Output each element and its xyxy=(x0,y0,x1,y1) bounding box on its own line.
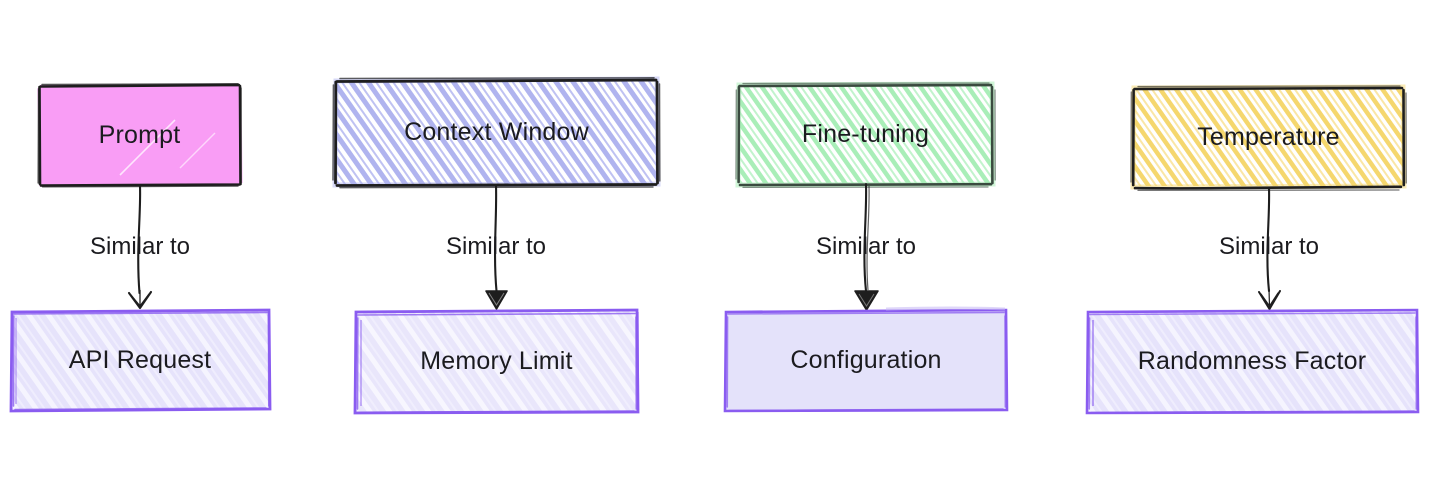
node-fine-tuning-hit[interactable] xyxy=(738,84,993,184)
edge-fine-tuning-to-configuration xyxy=(854,182,879,311)
node-prompt[interactable] xyxy=(37,83,243,188)
node-randomness-factor[interactable] xyxy=(1085,308,1420,415)
node-memory-limit[interactable] xyxy=(353,308,640,415)
node-memory-limit-hit[interactable] xyxy=(355,311,638,412)
node-context-window-hit[interactable] xyxy=(335,79,658,185)
edge-prompt-to-api-request xyxy=(127,184,153,310)
node-context-window[interactable] xyxy=(332,76,661,189)
node-configuration[interactable] xyxy=(723,306,1009,413)
node-fine-tuning[interactable] xyxy=(735,81,996,189)
node-temperature[interactable] xyxy=(1130,84,1407,192)
edge-temperature-to-randomness-factor xyxy=(1258,186,1281,310)
node-configuration-hit[interactable] xyxy=(725,311,1007,410)
node-api-request[interactable] xyxy=(9,308,272,413)
node-prompt-hit[interactable] xyxy=(39,85,240,185)
node-api-request-hit[interactable] xyxy=(10,310,270,410)
edge-context-window-to-memory-limit xyxy=(485,183,508,310)
node-temperature-hit[interactable] xyxy=(1133,87,1404,187)
node-randomness-factor-hit[interactable] xyxy=(1087,311,1417,412)
